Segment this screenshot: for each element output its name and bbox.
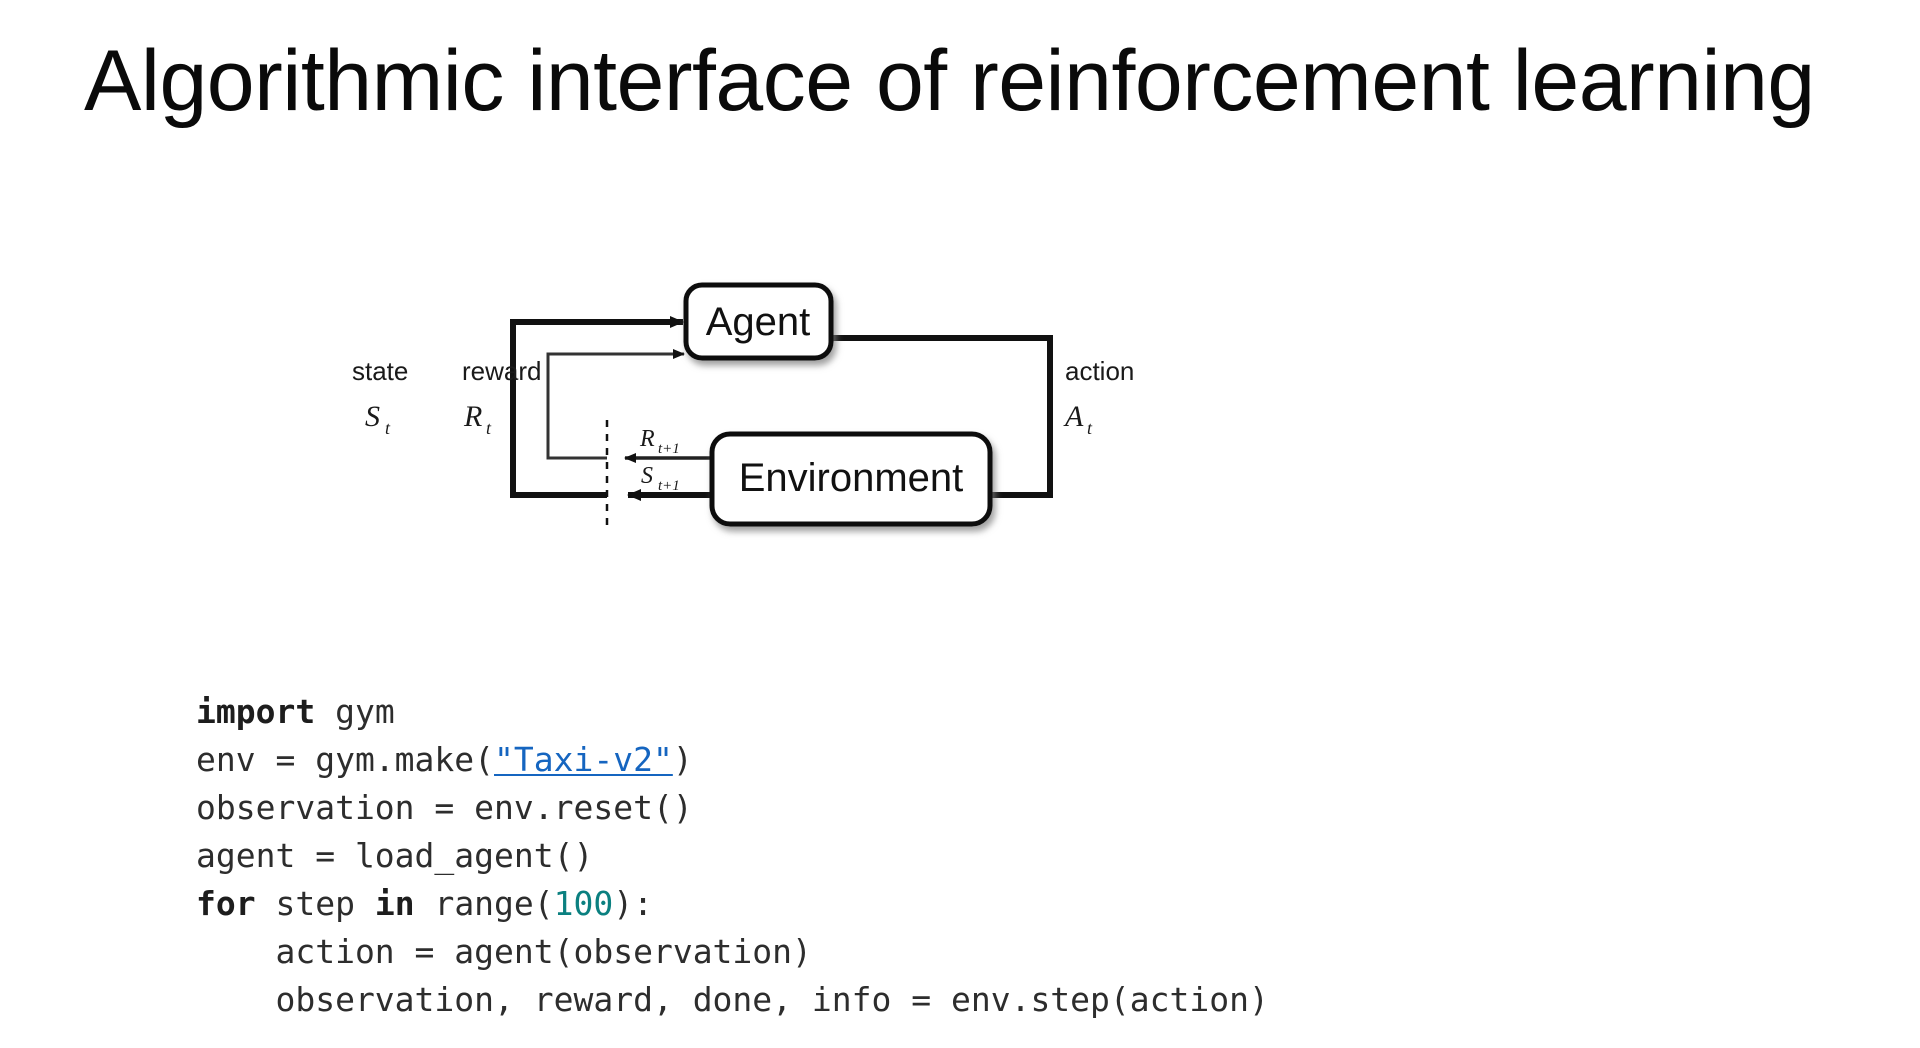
state-subscript: t	[385, 418, 391, 438]
state-label-group: state S t	[352, 356, 408, 438]
code-text: action = agent(observation)	[196, 932, 812, 971]
code-text: range(	[414, 884, 554, 923]
code-text: step	[255, 884, 375, 923]
state-feedback-arrow	[510, 316, 684, 498]
state-symbol: S	[365, 400, 380, 433]
code-text: ):	[613, 884, 654, 923]
reward-symbol: R	[463, 400, 482, 433]
action-subscript: t	[1087, 418, 1093, 438]
environment-box-label: Environment	[739, 456, 964, 500]
reward-label: reward	[462, 356, 541, 386]
code-line: observation, reward, done, info = env.st…	[196, 976, 1269, 1024]
action-label-group: action A t	[1063, 356, 1134, 438]
action-symbol: A	[1063, 400, 1084, 433]
next-reward-symbol: R	[639, 426, 655, 452]
rl-loop-diagram: Agent Environment state S t reward R t a…	[352, 250, 1300, 630]
next-reward-label-group: R t+1	[639, 426, 680, 457]
environment-box: Environment	[709, 431, 993, 527]
code-line: observation = env.reset()	[196, 784, 1269, 832]
reward-subscript: t	[486, 418, 492, 438]
code-keyword: in	[374, 884, 415, 923]
code-text: gym	[315, 692, 395, 731]
code-text: observation, reward, done, info = env.st…	[196, 980, 1269, 1019]
code-number: 100	[553, 884, 614, 923]
action-label: action	[1065, 356, 1134, 386]
next-state-symbol: S	[641, 463, 653, 489]
page-title: Algorithmic interface of reinforcement l…	[84, 33, 1815, 129]
code-line: agent = load_agent()	[196, 832, 1269, 880]
code-text: observation = env.reset()	[196, 788, 693, 827]
code-line: action = agent(observation)	[196, 928, 1269, 976]
agent-box-label: Agent	[706, 300, 811, 344]
code-keyword: for	[196, 884, 256, 923]
next-reward-subscript: t+1	[658, 441, 680, 457]
code-text: )	[672, 740, 693, 779]
next-state-label-group: S t+1	[641, 463, 680, 494]
reward-feedback-arrow	[546, 349, 685, 460]
code-text: agent = load_agent()	[196, 836, 594, 875]
code-line: env = gym.make("Taxi-v2")	[196, 736, 1269, 784]
code-text: env = gym.make(	[196, 740, 495, 779]
code-link-taxi-v2[interactable]: "Taxi-v2"	[494, 740, 673, 779]
state-label: state	[352, 356, 408, 386]
code-keyword: import	[196, 692, 316, 731]
next-state-subscript: t+1	[658, 478, 680, 494]
code-line: import gym	[196, 688, 1269, 736]
code-line: for step in range(100):	[196, 880, 1269, 928]
agent-box: Agent	[683, 282, 834, 361]
reward-label-group: reward R t	[462, 356, 541, 438]
